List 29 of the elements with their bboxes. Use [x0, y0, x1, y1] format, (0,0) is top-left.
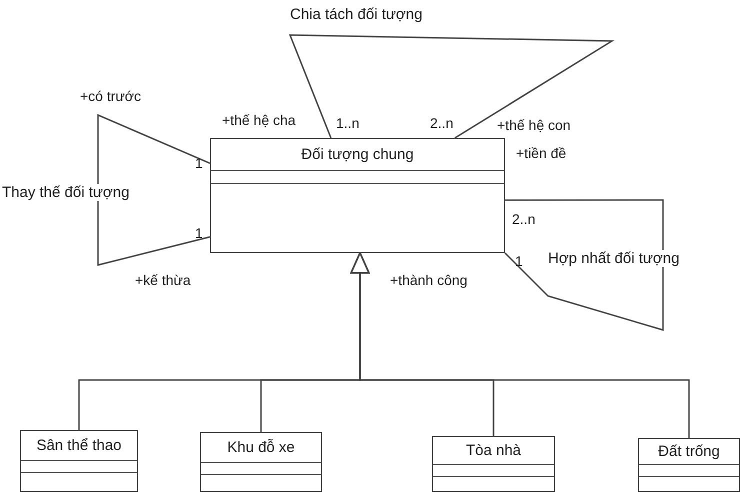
multiplicity: 1 [195, 225, 203, 241]
multiplicity: 2..n [430, 115, 454, 131]
association-line [504, 199, 664, 331]
role-name: +thế hệ cha [222, 112, 296, 128]
role-name: +thế hệ con [497, 117, 571, 133]
association-name: Thay thế đối tượng [0, 184, 132, 201]
class-name: Đất trống [657, 443, 721, 460]
role-name: +tiền đề [516, 145, 566, 161]
class-name: Đối tượng chung [300, 146, 415, 163]
class-box [20, 430, 138, 492]
class-box [200, 432, 322, 492]
class-name: Tòa nhà [464, 442, 522, 459]
class-name: Khu đỗ xe [226, 439, 296, 456]
multiplicity: 1..n [336, 115, 360, 131]
class-box [638, 438, 740, 492]
class-name: Sân thể thao [35, 437, 123, 454]
multiplicity: 1 [515, 253, 523, 269]
role-name: +thành công [390, 272, 468, 288]
role-name: +kế thừa [135, 272, 191, 288]
association-line [97, 114, 210, 266]
association-name: Hợp nhất đối tượng [546, 250, 682, 267]
multiplicity: 1 [195, 155, 203, 171]
class-box [432, 436, 555, 492]
association-line [288, 34, 615, 139]
inheritance-arrow [350, 252, 690, 438]
role-name: +có trước [80, 88, 141, 104]
multiplicity: 2..n [512, 211, 536, 227]
class-box [210, 138, 505, 253]
association-name: Chia tách đối tượng [288, 6, 424, 23]
